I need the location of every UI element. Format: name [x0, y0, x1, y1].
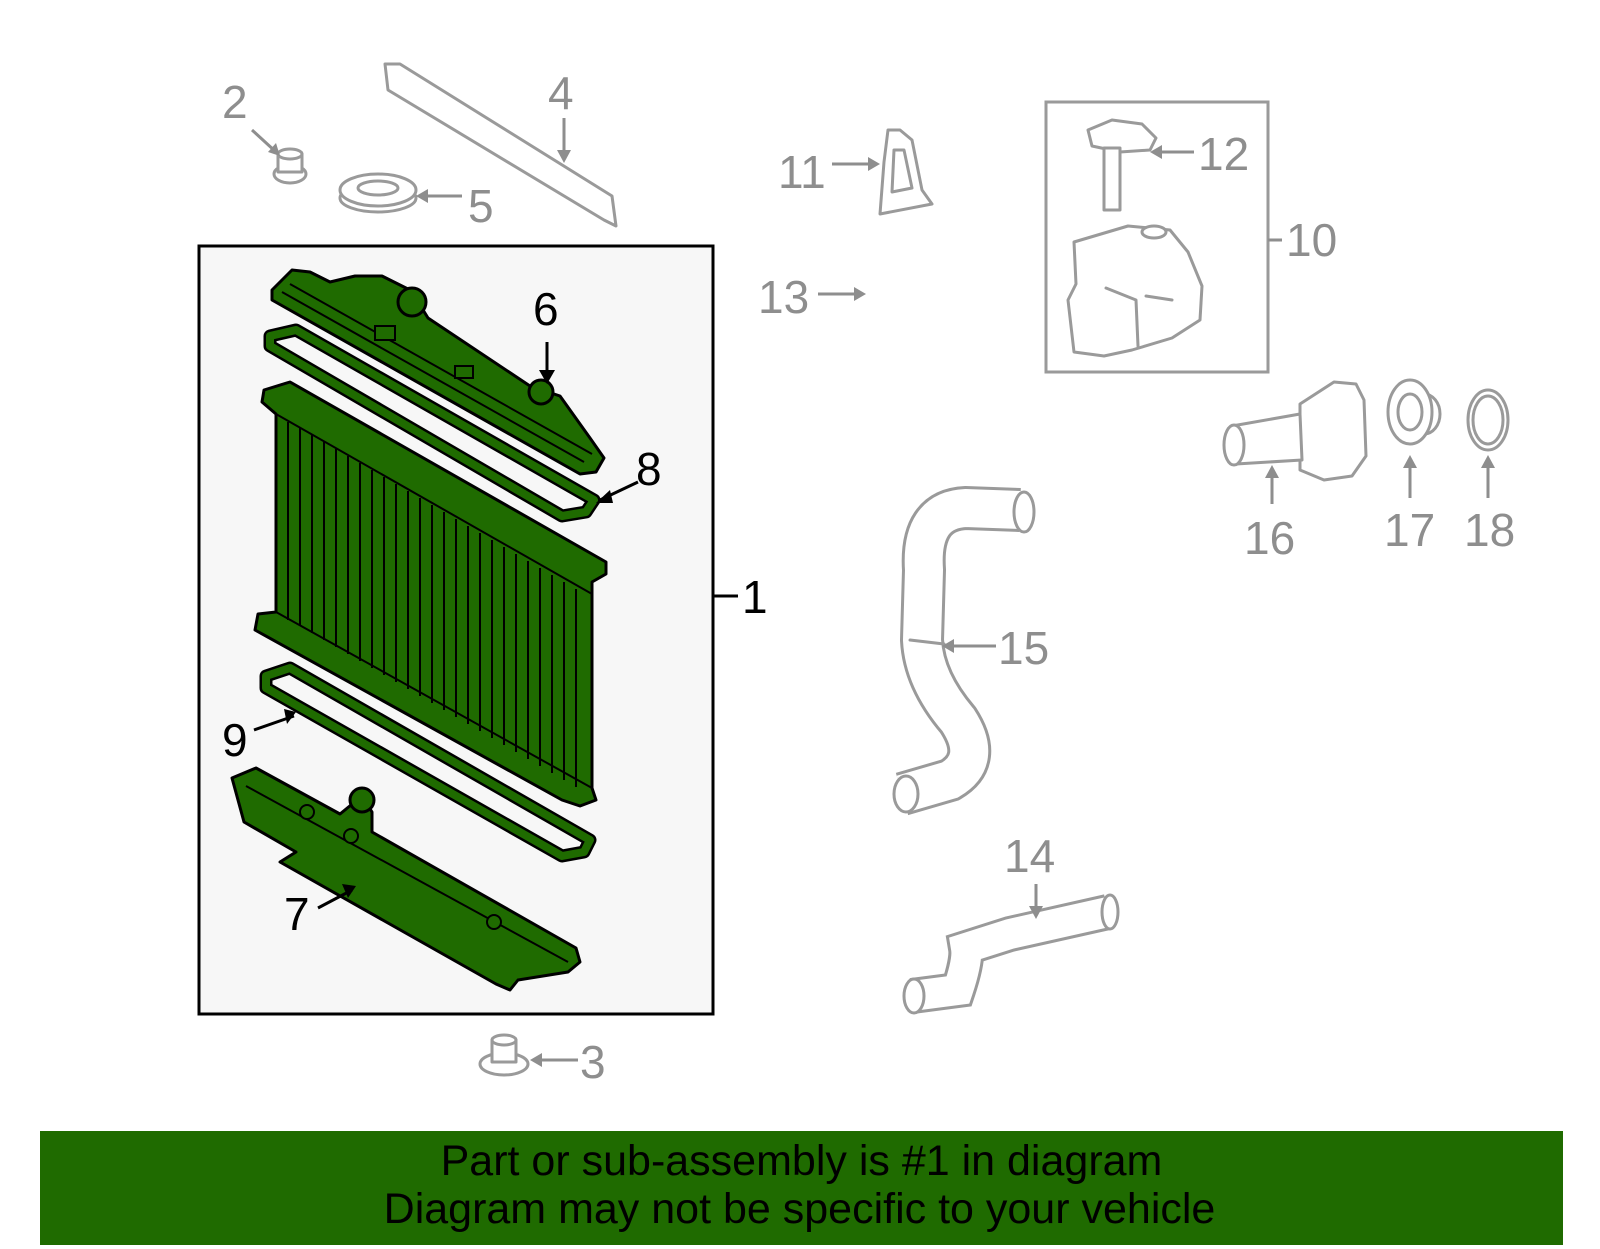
- upper-gasket-part[interactable]: [263, 323, 601, 523]
- banner-line-2: Diagram may not be specific to your vehi…: [383, 1185, 1216, 1233]
- callout-15: 15: [998, 622, 1049, 674]
- radiator-core-part[interactable]: [253, 380, 608, 808]
- callout-18: 18: [1464, 504, 1515, 556]
- thermostat-housing-icon[interactable]: [1222, 380, 1368, 482]
- lower-gasket-part[interactable]: [259, 661, 597, 863]
- bolt-icon[interactable]: [272, 147, 308, 185]
- callout-13: 13: [758, 271, 809, 323]
- callout-14: 14: [1004, 830, 1055, 882]
- lower-tank-part[interactable]: [230, 766, 582, 992]
- callout-5: 5: [468, 180, 494, 232]
- reservoir-cap-icon[interactable]: [1086, 118, 1158, 212]
- callout-3: 3: [580, 1036, 606, 1088]
- callout-1: 1: [742, 571, 768, 623]
- callout-17: 17: [1384, 504, 1435, 556]
- callout-10: 10: [1286, 214, 1337, 266]
- callout-8: 8: [636, 443, 662, 495]
- upper-tank-part[interactable]: [270, 268, 606, 476]
- thermostat-icon[interactable]: [1386, 378, 1442, 446]
- notice-banner: Part or sub-assembly is #1 in diagram Di…: [40, 1131, 1563, 1245]
- callout-9: 9: [222, 714, 248, 766]
- hose-icon[interactable]: [902, 893, 1120, 1015]
- callout-4: 4: [548, 67, 574, 119]
- callout-7: 7: [284, 888, 310, 940]
- callout-6: 6: [533, 283, 559, 335]
- seal-strip-icon[interactable]: [383, 62, 618, 228]
- radiator-cap-icon[interactable]: [338, 172, 418, 214]
- bracket-icon[interactable]: [878, 128, 934, 216]
- callout-12: 12: [1198, 128, 1249, 180]
- o-ring-icon[interactable]: [1466, 388, 1510, 452]
- bolt-icon[interactable]: [478, 1033, 530, 1077]
- reservoir-tank-icon[interactable]: [1066, 224, 1204, 358]
- callout-11: 11: [778, 146, 826, 198]
- callout-16: 16: [1244, 512, 1295, 564]
- banner-line-1: Part or sub-assembly is #1 in diagram: [440, 1137, 1163, 1185]
- reservoir-assembly-box: [1044, 100, 1270, 374]
- hose-icon[interactable]: [862, 198, 1026, 428]
- hose-icon[interactable]: [892, 485, 1036, 816]
- callout-2: 2: [222, 76, 248, 128]
